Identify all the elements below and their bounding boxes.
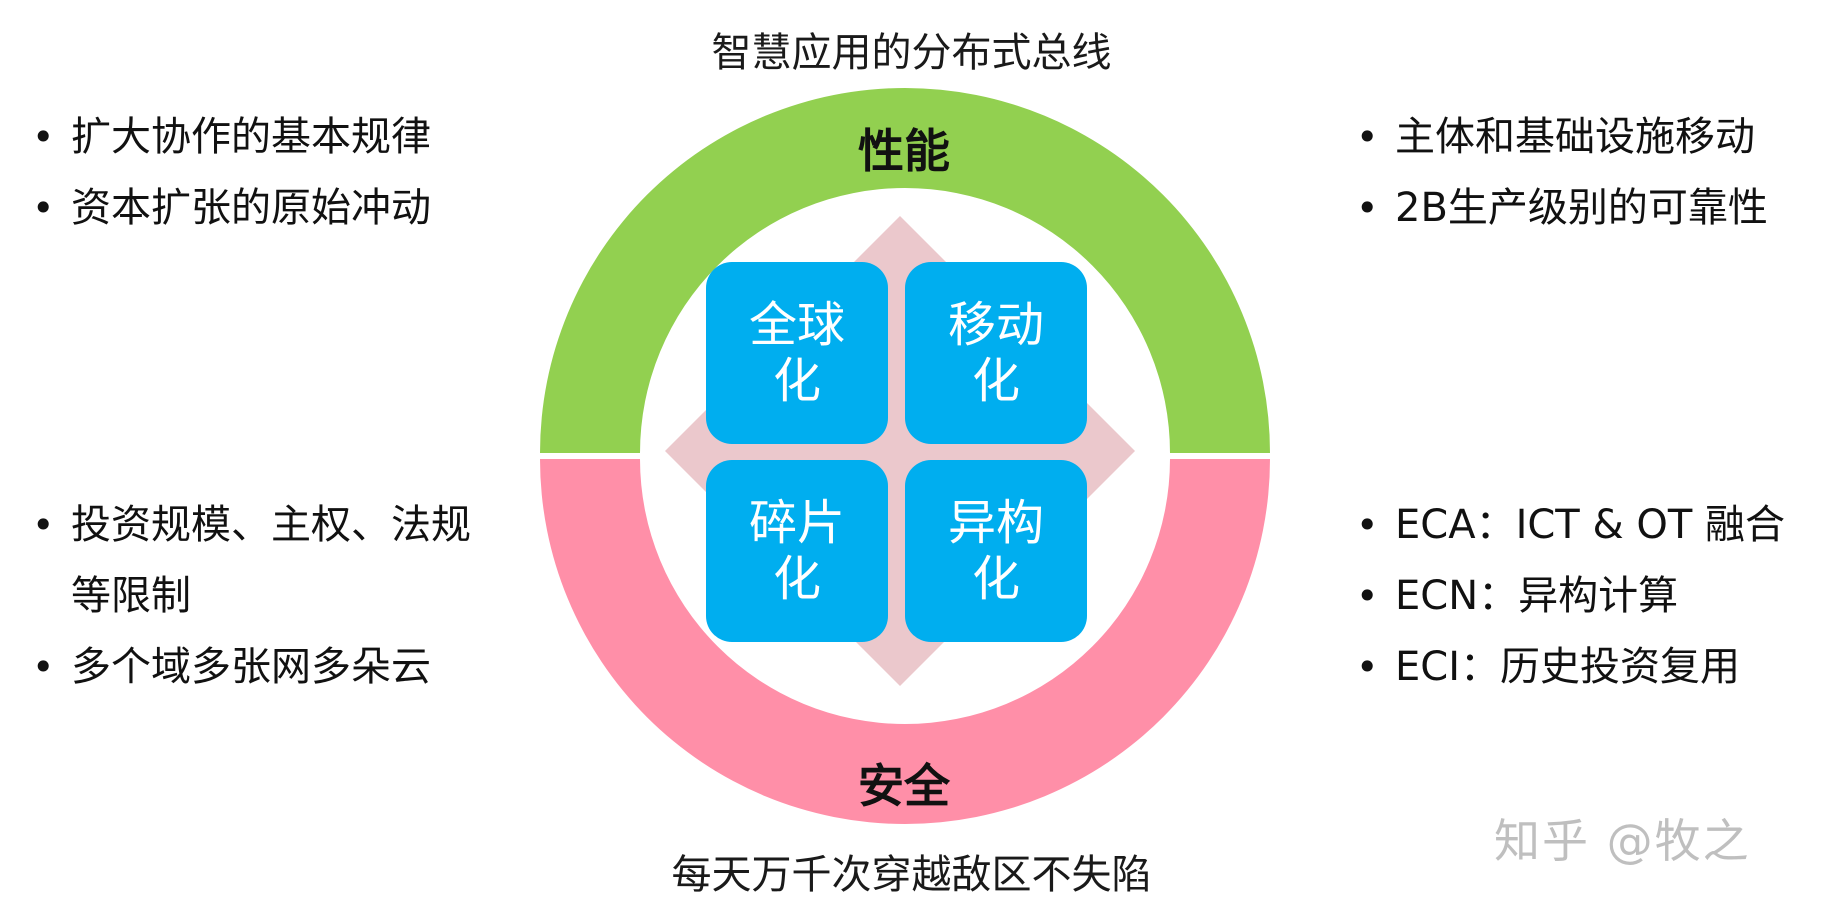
security-label: 安全 [858, 759, 950, 813]
list-item: 主体和基础设施移动 [1338, 102, 1818, 173]
tile-fragmentation: 碎片化 [706, 460, 888, 642]
list-item: 2B生产级别的可靠性 [1338, 173, 1818, 244]
list-item: 投资规模、主权、法规等限制 [14, 490, 484, 632]
list-bottom-left: 投资规模、主权、法规等限制 多个域多张网多朵云 [14, 490, 484, 703]
list-item: 扩大协作的基本规律 [14, 102, 484, 173]
zhihu-watermark: 知乎 @牧之 [1494, 814, 1751, 868]
list-item: ECI：历史投资复用 [1338, 632, 1823, 703]
tile-mobility: 移动化 [905, 262, 1087, 444]
performance-label: 性能 [858, 124, 950, 178]
list-bottom-right: ECA：ICT & OT 融合 ECN：异构计算 ECI：历史投资复用 [1338, 490, 1823, 703]
security-arc [540, 459, 1270, 824]
list-item: ECN：异构计算 [1338, 561, 1823, 632]
tile-heterogeneity: 异构化 [905, 460, 1087, 642]
list-top-right: 主体和基础设施移动 2B生产级别的可靠性 [1338, 102, 1818, 244]
tile-heterogeneity-label: 异构化 [947, 495, 1044, 607]
list-item: 资本扩张的原始冲动 [14, 173, 484, 244]
list-item: 多个域多张网多朵云 [14, 632, 484, 703]
list-item: ECA：ICT & OT 融合 [1338, 490, 1823, 561]
tile-globalization-label: 全球化 [748, 297, 845, 409]
tile-fragmentation-label: 碎片化 [748, 495, 845, 607]
list-top-left: 扩大协作的基本规律 资本扩张的原始冲动 [14, 102, 484, 244]
tile-mobility-label: 移动化 [947, 297, 1044, 409]
performance-arc [540, 88, 1270, 453]
diagram-title: 智慧应用的分布式总线 [711, 30, 1112, 76]
footer-caption: 每天万千次穿越敌区不失陷 [671, 852, 1152, 898]
tile-globalization: 全球化 [706, 262, 888, 444]
